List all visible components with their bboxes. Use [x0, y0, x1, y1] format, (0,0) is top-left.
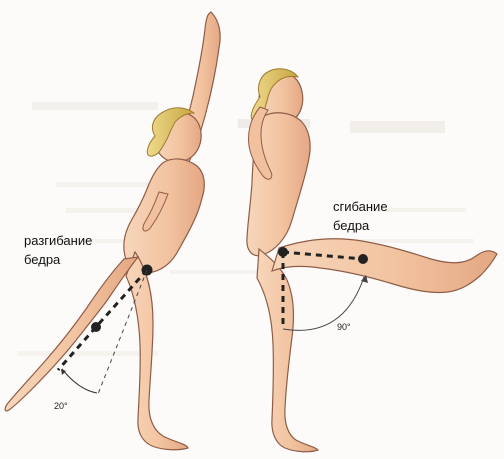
left-label-line-2: бедра	[24, 252, 60, 268]
left-label-line-1: разгибание	[24, 233, 92, 249]
right-angle-value: 90°	[337, 322, 351, 332]
right-woman-figure	[247, 69, 497, 452]
right-lifted-leg	[272, 239, 497, 293]
left-angle-arrowhead	[61, 369, 66, 375]
right-angle-arc	[283, 277, 364, 330]
right-support-leg	[257, 249, 318, 452]
right-label-line-1: сгибание	[333, 199, 388, 215]
left-extended-leg	[5, 257, 138, 411]
right-label-line-2: бедра	[333, 218, 369, 234]
left-angle-arc	[62, 369, 97, 393]
left-woman-figure	[5, 12, 220, 450]
left-angle-value: 20°	[54, 401, 68, 411]
